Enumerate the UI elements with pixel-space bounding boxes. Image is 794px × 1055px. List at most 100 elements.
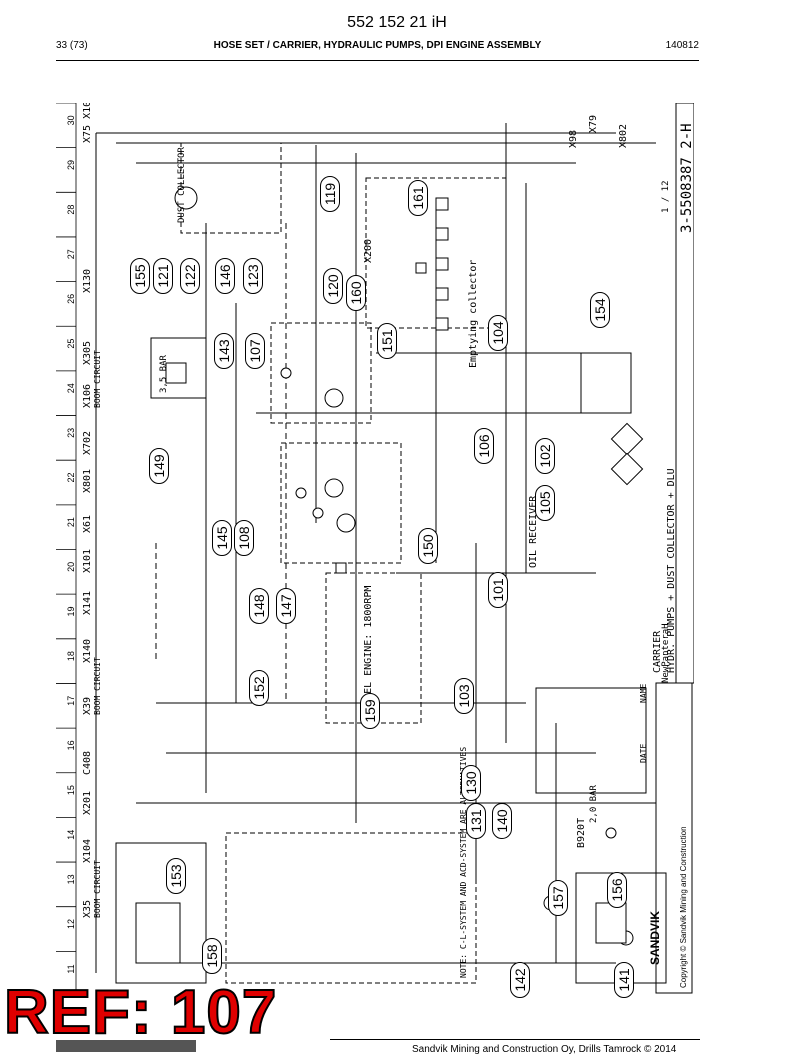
balloon-105: 105 <box>535 485 555 521</box>
column-number-27: 27 <box>66 249 76 259</box>
balloon-number: 121 <box>155 264 171 288</box>
connector-x61: X61 <box>82 515 93 533</box>
balloon-number: 105 <box>537 491 553 515</box>
balloon-number: 158 <box>204 944 220 968</box>
balloon-155: 155 <box>130 258 150 294</box>
balloon-number: 159 <box>362 699 378 723</box>
balloon-119: 119 <box>320 176 340 212</box>
balloon-number: 130 <box>463 771 479 795</box>
balloon-number: 150 <box>420 534 436 558</box>
balloon-number: 122 <box>182 264 198 288</box>
balloon-number: 148 <box>251 594 267 618</box>
balloon-149: 149 <box>149 448 169 484</box>
connector-x106: X106 <box>82 384 93 408</box>
balloon-number: 106 <box>476 434 492 458</box>
alternatives-note: NOTE: C-L-SYSTEM AND ACD-SYSTEM ARE ALTE… <box>459 747 468 978</box>
hydraulic-schematic: 1112131415161718192021222324252627282930… <box>56 103 694 996</box>
column-number-22: 22 <box>66 473 76 483</box>
newpanteran-label: NewPanteraH <box>661 623 671 683</box>
column-number-20: 20 <box>66 562 76 572</box>
balloon-150: 150 <box>418 528 438 564</box>
title-carrier: CARRIER <box>652 630 663 673</box>
column-number-14: 14 <box>66 830 76 840</box>
b920t-label: B920T <box>576 818 587 848</box>
balloon-158: 158 <box>202 938 222 974</box>
balloon-102: 102 <box>535 438 555 474</box>
balloon-number: 154 <box>592 298 608 322</box>
balloon-number: 141 <box>616 968 632 992</box>
balloon-148: 148 <box>249 588 269 624</box>
connector-x305: X305 <box>82 341 93 365</box>
connector-x802: X802 <box>618 124 629 148</box>
name-label: NAME <box>639 684 648 703</box>
balloon-107: 107 <box>245 333 265 369</box>
column-number-26: 26 <box>66 294 76 304</box>
drawing-number: 3-5508387 2-H <box>679 123 694 233</box>
column-number-12: 12 <box>66 919 76 929</box>
balloon-number: 153 <box>168 864 184 888</box>
balloon-147: 147 <box>276 588 296 624</box>
balloon-number: 155 <box>132 264 148 288</box>
header-rule <box>56 60 699 61</box>
sheet-number: 1 / 12 <box>661 180 671 213</box>
connector-x702: X702 <box>82 431 93 455</box>
connector-x201: X201 <box>82 791 93 815</box>
balloon-number: 147 <box>278 594 294 618</box>
balloon-number: 152 <box>251 676 267 700</box>
balloon-number: 103 <box>456 684 472 708</box>
balloon-number: 143 <box>216 339 232 363</box>
pressure-2-0-bar: 2,0 BAR <box>589 784 599 823</box>
connector-x39: X39 <box>82 697 93 715</box>
connector-x101: X101 <box>82 549 93 573</box>
balloon-122: 122 <box>180 258 200 294</box>
balloon-108: 108 <box>234 520 254 556</box>
balloon-number: 140 <box>494 809 510 833</box>
balloon-number: 142 <box>512 968 528 992</box>
connector-x98: X98 <box>568 130 579 148</box>
balloon-152: 152 <box>249 670 269 706</box>
column-number-25: 25 <box>66 339 76 349</box>
balloon-154: 154 <box>590 292 610 328</box>
connector-x130: X130 <box>82 269 93 293</box>
balloon-number: 120 <box>325 274 341 298</box>
connector-x140: X140 <box>82 639 93 663</box>
column-number-21: 21 <box>66 517 76 527</box>
balloon-104: 104 <box>488 315 508 351</box>
connector-x79: X79 <box>588 115 599 133</box>
balloon-number: 107 <box>247 339 263 363</box>
balloon-142: 142 <box>510 962 530 998</box>
connector-x104: X104 <box>82 839 93 863</box>
hose-lines <box>95 123 656 973</box>
column-number-30: 30 <box>66 115 76 125</box>
footer-text: Sandvik Mining and Construction Oy, Dril… <box>412 1044 677 1055</box>
column-number-11: 11 <box>66 964 76 973</box>
date-label: DATE <box>639 744 648 763</box>
oil-receiver-label: OIL RECEIVER <box>528 495 539 568</box>
balloon-number: 108 <box>236 526 252 550</box>
balloon-number: 160 <box>348 281 364 305</box>
column-number-17: 17 <box>66 696 76 706</box>
balloon-number: 104 <box>490 321 506 345</box>
document-number: 552 152 21 iH <box>347 14 447 31</box>
balloon-146: 146 <box>215 258 235 294</box>
connector-x801: X801 <box>82 469 93 493</box>
copyright-notice: Copyright © Sandvik Mining and Construct… <box>679 826 688 988</box>
balloon-145: 145 <box>212 520 232 556</box>
balloon-153: 153 <box>166 858 186 894</box>
column-number-15: 15 <box>66 785 76 795</box>
balloon-121: 121 <box>153 258 173 294</box>
balloon-number: 156 <box>609 878 625 902</box>
column-number-28: 28 <box>66 205 76 215</box>
connector-sub-x35: BOOM CIRCUIT <box>93 860 102 918</box>
connector-x141: X141 <box>82 591 93 615</box>
balloon-130: 130 <box>461 765 481 801</box>
balloon-number: 123 <box>245 264 261 288</box>
balloon-120: 120 <box>323 268 343 304</box>
sandvik-logo-text: SANDVIK <box>648 911 662 965</box>
balloon-number: 149 <box>151 454 167 478</box>
x200-label: X200 <box>363 239 374 263</box>
column-number-19: 19 <box>66 606 76 616</box>
footer-rule <box>330 1039 700 1040</box>
connector-x35: X35 <box>82 900 93 918</box>
ref-stamp: REF: 107 <box>3 978 278 1047</box>
